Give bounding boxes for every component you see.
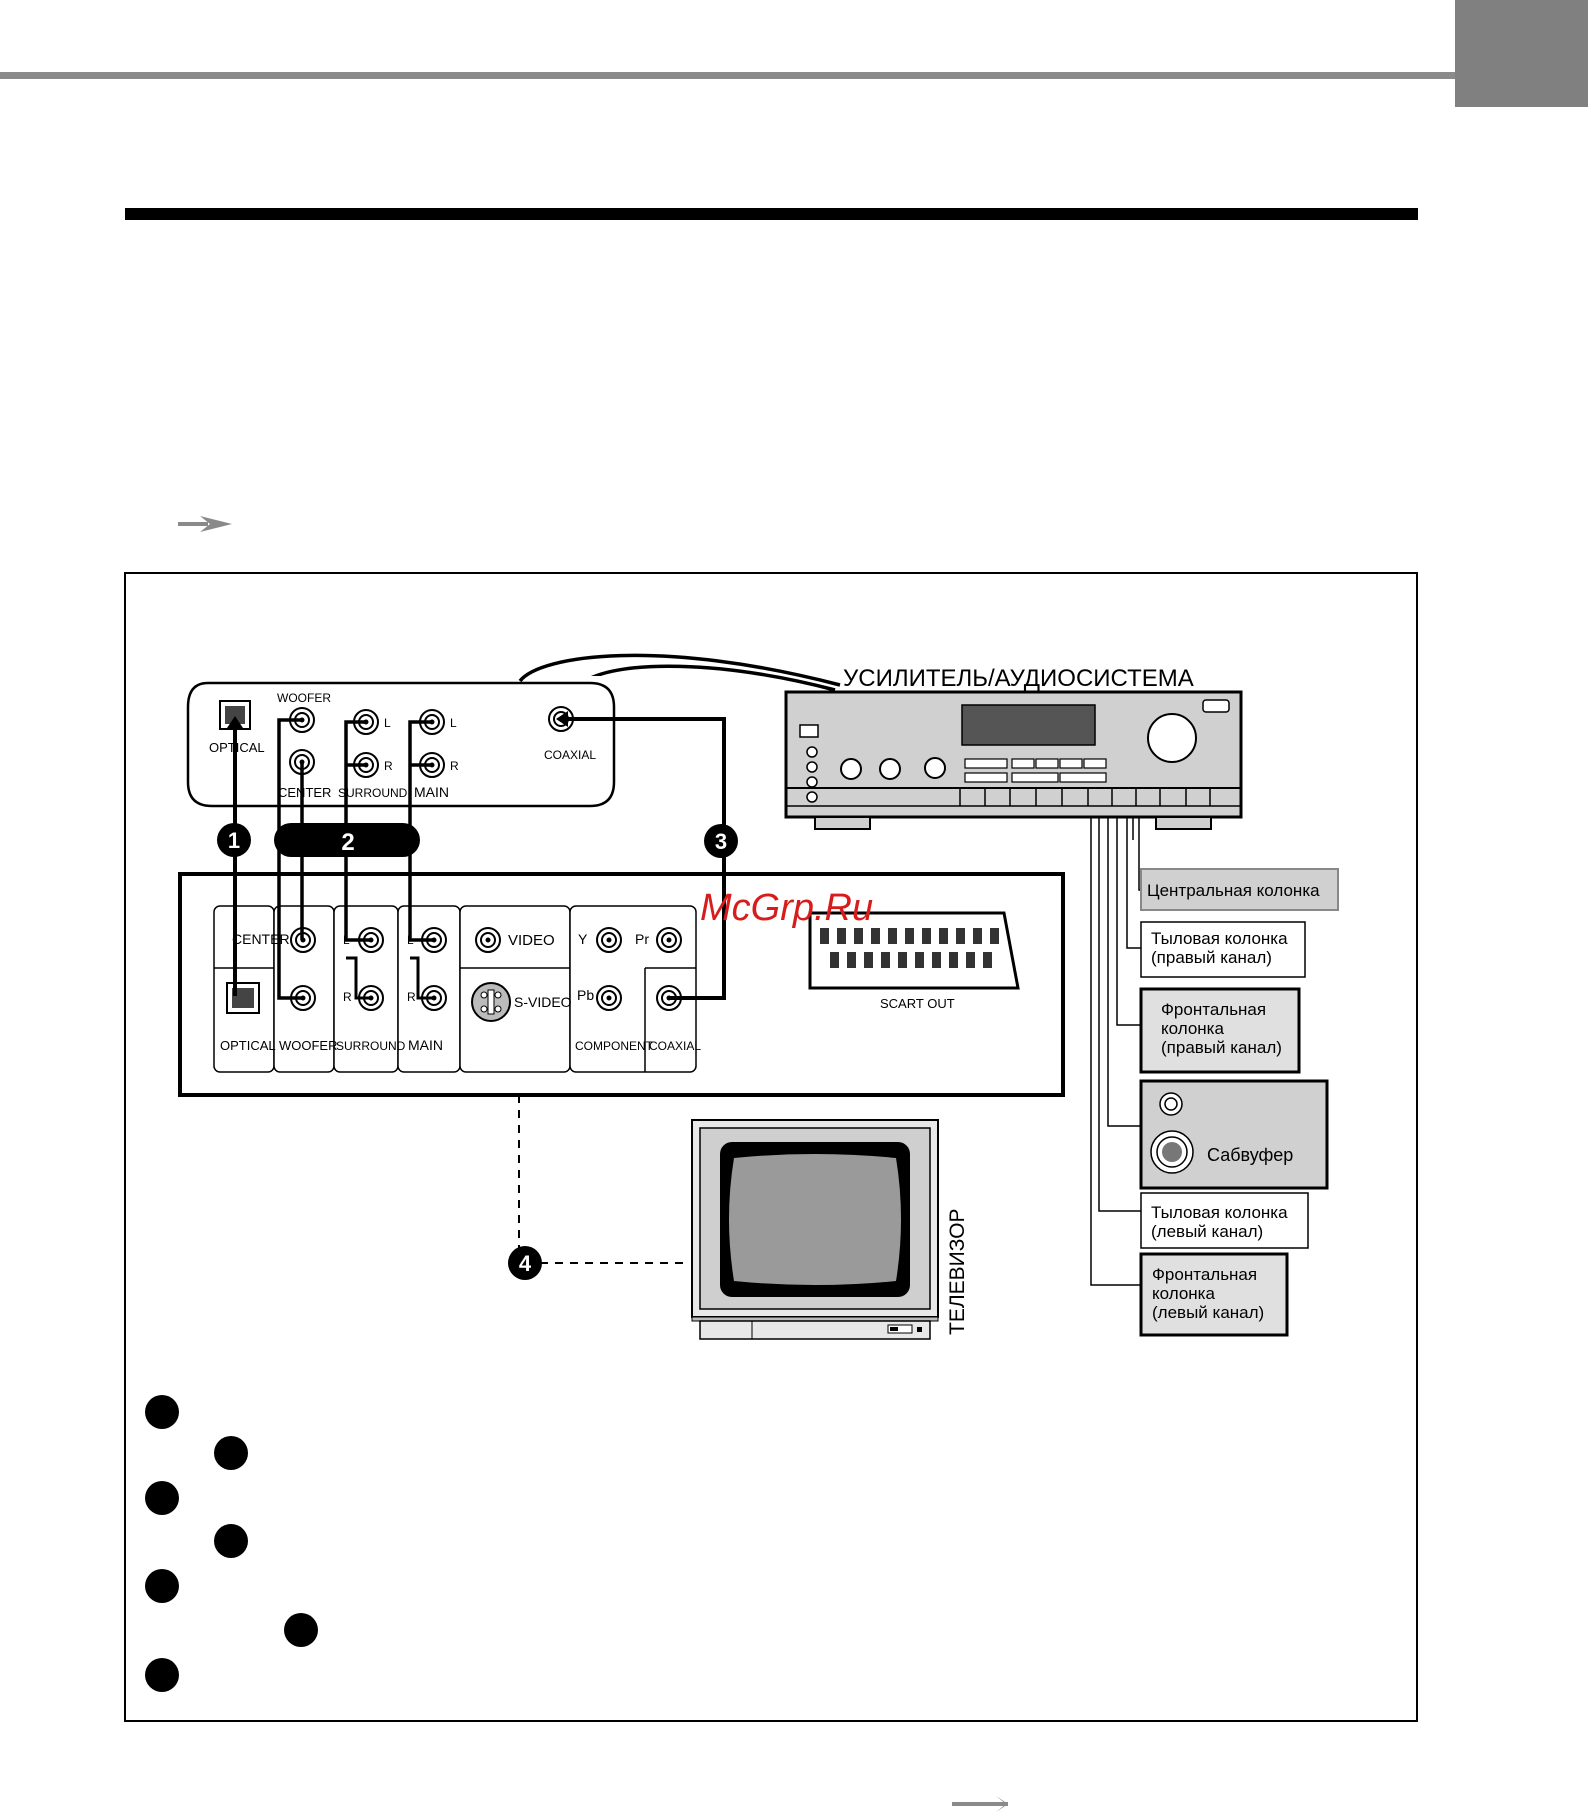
amp-main-r-label: R xyxy=(450,759,459,773)
speaker-center xyxy=(1140,868,1339,911)
bullet-dot xyxy=(214,1436,248,1470)
optical-port-icon xyxy=(226,982,260,1014)
scart-cable-dashed xyxy=(518,1095,690,1264)
svg-text:1: 1 xyxy=(228,828,240,853)
amp-surround-r-label: R xyxy=(384,759,393,773)
tv-icon xyxy=(691,1119,939,1340)
speaker-front-left xyxy=(1139,1252,1289,1337)
player-coaxial-label: COAXIAL xyxy=(649,1039,701,1053)
scart-port-icon xyxy=(808,911,1020,990)
player-y-label: Y xyxy=(578,931,588,947)
player-rear-panel xyxy=(178,872,1065,1097)
arrow-right-icon-bottom xyxy=(952,1796,1008,1812)
speaker-front-left-label-3: (левый канал) xyxy=(1152,1303,1264,1322)
speaker-rear-right-label-2: (правый канал) xyxy=(1151,948,1272,967)
speaker-rear-left xyxy=(1140,1192,1309,1249)
speaker-rear-right xyxy=(1140,921,1306,978)
speaker-rear-left-label-2: (левый канал) xyxy=(1151,1222,1263,1241)
amp-main-label: MAIN xyxy=(414,784,449,800)
amplifier-unit xyxy=(784,690,1243,830)
amp-center-label: CENTER xyxy=(278,785,331,800)
player-scart-label: SCART OUT xyxy=(880,996,955,1011)
speaker-front-right-label-3: (правый канал) xyxy=(1161,1038,1282,1057)
player-main-label: MAIN xyxy=(408,1037,443,1053)
bullet-dot xyxy=(145,1658,179,1692)
speaker-rear-right-label-1: Тыловая колонка xyxy=(1151,929,1288,948)
player-woofer-label: WOOFER xyxy=(279,1038,338,1053)
rca-jack-icon xyxy=(596,927,622,953)
player-center-label: CENTER xyxy=(232,931,290,947)
badge-3: 3 xyxy=(704,824,738,858)
speaker-front-right-label-2: колонка xyxy=(1161,1019,1224,1038)
header-gray-rule xyxy=(0,72,1455,79)
player-svideo-label: S-VIDEO xyxy=(514,994,572,1010)
amp-main-l-label: L xyxy=(450,716,457,730)
svg-text:4: 4 xyxy=(519,1251,532,1276)
bullet-dot xyxy=(145,1481,179,1515)
svg-text:2: 2 xyxy=(341,829,354,856)
panel-to-amp-cable-2 xyxy=(584,664,836,692)
amp-surround-label: SURROUND xyxy=(338,786,408,800)
speaker-front-right xyxy=(1139,987,1301,1074)
badge-4: 4 xyxy=(508,1246,542,1280)
speaker-center-label: Центральная колонка xyxy=(1147,881,1320,900)
speaker-wires xyxy=(1090,818,1141,1286)
arrow-right-icon xyxy=(178,516,232,532)
header-gray-tab xyxy=(1455,0,1588,107)
player-surround-label: SURROUND xyxy=(336,1039,406,1053)
diagram-frame xyxy=(124,572,1418,1722)
section-black-rule xyxy=(125,208,1418,220)
badge-2: 2 xyxy=(274,823,420,857)
amplifier-title: УСИЛИТЕЛЬ/АУДИОСИСТЕМА xyxy=(843,665,1194,692)
rca-jack-icon xyxy=(596,985,622,1011)
speaker-subwoofer-label: Сабвуфер xyxy=(1207,1145,1293,1165)
player-component-label: COMPONENT xyxy=(575,1039,654,1053)
speaker-icon-subwoofer xyxy=(1139,1079,1329,1190)
player-surround-r-label: R xyxy=(343,990,352,1004)
watermark: McGrp.Ru xyxy=(700,887,873,929)
bullet-dot xyxy=(214,1524,248,1558)
bullet-dot xyxy=(145,1569,179,1603)
rca-jack-icon xyxy=(475,927,501,953)
player-pr-label: Pr xyxy=(635,931,649,947)
optical-cable xyxy=(227,716,243,996)
player-video-label: VIDEO xyxy=(508,932,555,949)
amp-woofer-label: WOOFER xyxy=(277,691,331,705)
bullet-dot xyxy=(284,1613,318,1647)
rca-jack-icon xyxy=(656,927,682,953)
amp-surround-l-label: L xyxy=(384,716,391,730)
panel-to-amp-cable xyxy=(518,653,841,687)
speaker-front-left-label-2: колонка xyxy=(1152,1284,1215,1303)
speaker-front-right-label-1: Фронтальная xyxy=(1161,1000,1266,1019)
speaker-front-left-label-1: Фронтальная xyxy=(1152,1265,1257,1284)
player-optical-label: OPTICAL xyxy=(220,1038,276,1053)
player-pb-label: Pb xyxy=(577,987,594,1003)
speaker-rear-left-label-1: Тыловая колонка xyxy=(1151,1203,1288,1222)
tv-label: ТЕЛЕВИЗОР xyxy=(946,1208,969,1335)
coaxial-cable xyxy=(556,711,726,1000)
amp-coaxial-label: COAXIAL xyxy=(544,748,596,762)
badge-1: 1 xyxy=(217,823,251,857)
bullet-dot xyxy=(145,1395,179,1429)
svg-text:3: 3 xyxy=(715,829,727,854)
player-main-r-label: R xyxy=(407,990,416,1004)
svideo-port-icon xyxy=(471,982,511,1022)
